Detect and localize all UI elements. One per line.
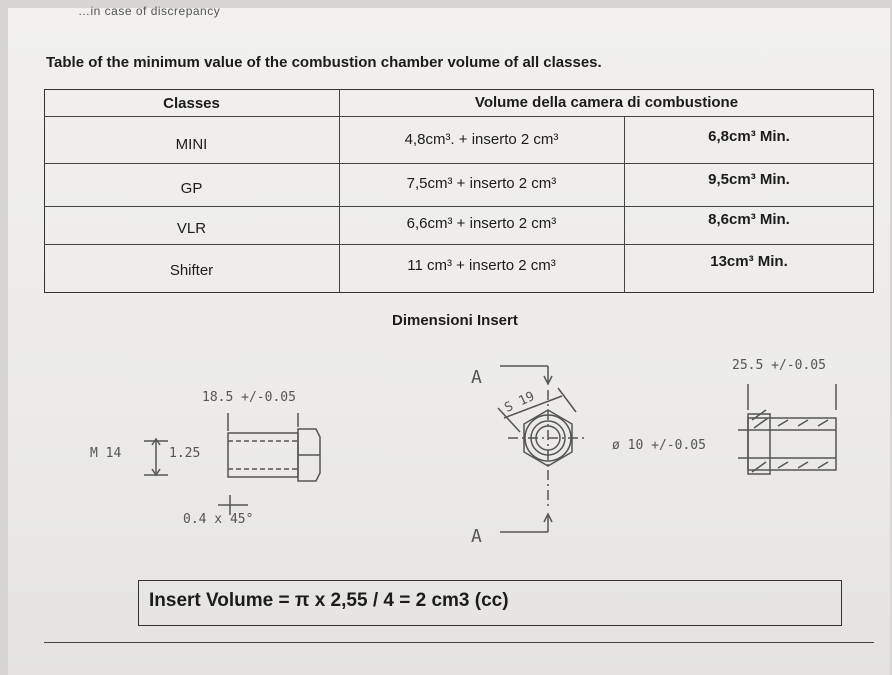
section-label-bottom: A bbox=[471, 526, 482, 547]
left-pitch-label: 1.25 bbox=[169, 446, 201, 461]
right-insert-drawing bbox=[738, 384, 837, 475]
row-gp-min: 9,5cm³ Min. bbox=[708, 171, 790, 188]
row-mini-min: 6,8cm³ Min. bbox=[708, 128, 790, 145]
left-thread-label: M 14 bbox=[90, 446, 122, 461]
row-gp-class: GP bbox=[180, 180, 203, 197]
partial-text: …in case of discrepancy bbox=[78, 4, 221, 18]
center-hex-drawing bbox=[497, 365, 588, 533]
header-volume: Volume della camera di combustione bbox=[474, 94, 739, 111]
row-mini-base: 4,8cm³. + inserto 2 cm³ bbox=[404, 131, 559, 148]
row-shifter-base: 11 cm³ + inserto 2 cm³ bbox=[407, 257, 556, 274]
insert-title: Dimensioni Insert bbox=[392, 312, 518, 329]
right-length-dimension: 25.5 +/-0.05 bbox=[732, 358, 826, 373]
bottom-border bbox=[44, 642, 874, 643]
left-length-dimension: 18.5 +/-0.05 bbox=[202, 390, 296, 405]
right-bore-dimension: ø 10 +/-0.05 bbox=[612, 438, 706, 453]
combustion-volume-table: Classes Volume della camera di combustio… bbox=[44, 89, 874, 293]
table-divider bbox=[624, 116, 625, 293]
left-insert-drawing bbox=[144, 413, 321, 515]
insert-volume-formula: Insert Volume = π x 2,55 / 4 = 2 cm3 (cc… bbox=[149, 590, 509, 611]
row-vlr-min: 8,6cm³ Min. bbox=[708, 211, 790, 228]
document-page: …in case of discrepancy Table of the min… bbox=[8, 4, 890, 675]
page-heading: Table of the minimum value of the combus… bbox=[46, 54, 602, 71]
row-vlr-base: 6,6cm³ + inserto 2 cm³ bbox=[406, 215, 557, 232]
row-shifter-class: Shifter bbox=[169, 262, 214, 279]
formula-box: Insert Volume = π x 2,55 / 4 = 2 cm3 (cc… bbox=[138, 580, 842, 626]
section-label-top: A bbox=[471, 367, 482, 388]
table-divider bbox=[44, 163, 874, 164]
table-divider bbox=[44, 116, 874, 117]
table-divider bbox=[44, 244, 874, 245]
row-vlr-class: VLR bbox=[176, 220, 207, 237]
table-frame bbox=[44, 89, 874, 293]
row-mini-class: MINI bbox=[175, 136, 208, 153]
row-gp-base: 7,5cm³ + inserto 2 cm³ bbox=[406, 175, 557, 192]
row-shifter-min: 13cm³ Min. bbox=[710, 253, 788, 270]
left-chamfer-label: 0.4 x 45° bbox=[183, 512, 254, 527]
table-divider bbox=[44, 206, 874, 207]
table-divider bbox=[339, 89, 340, 293]
header-classes: Classes bbox=[163, 95, 220, 112]
